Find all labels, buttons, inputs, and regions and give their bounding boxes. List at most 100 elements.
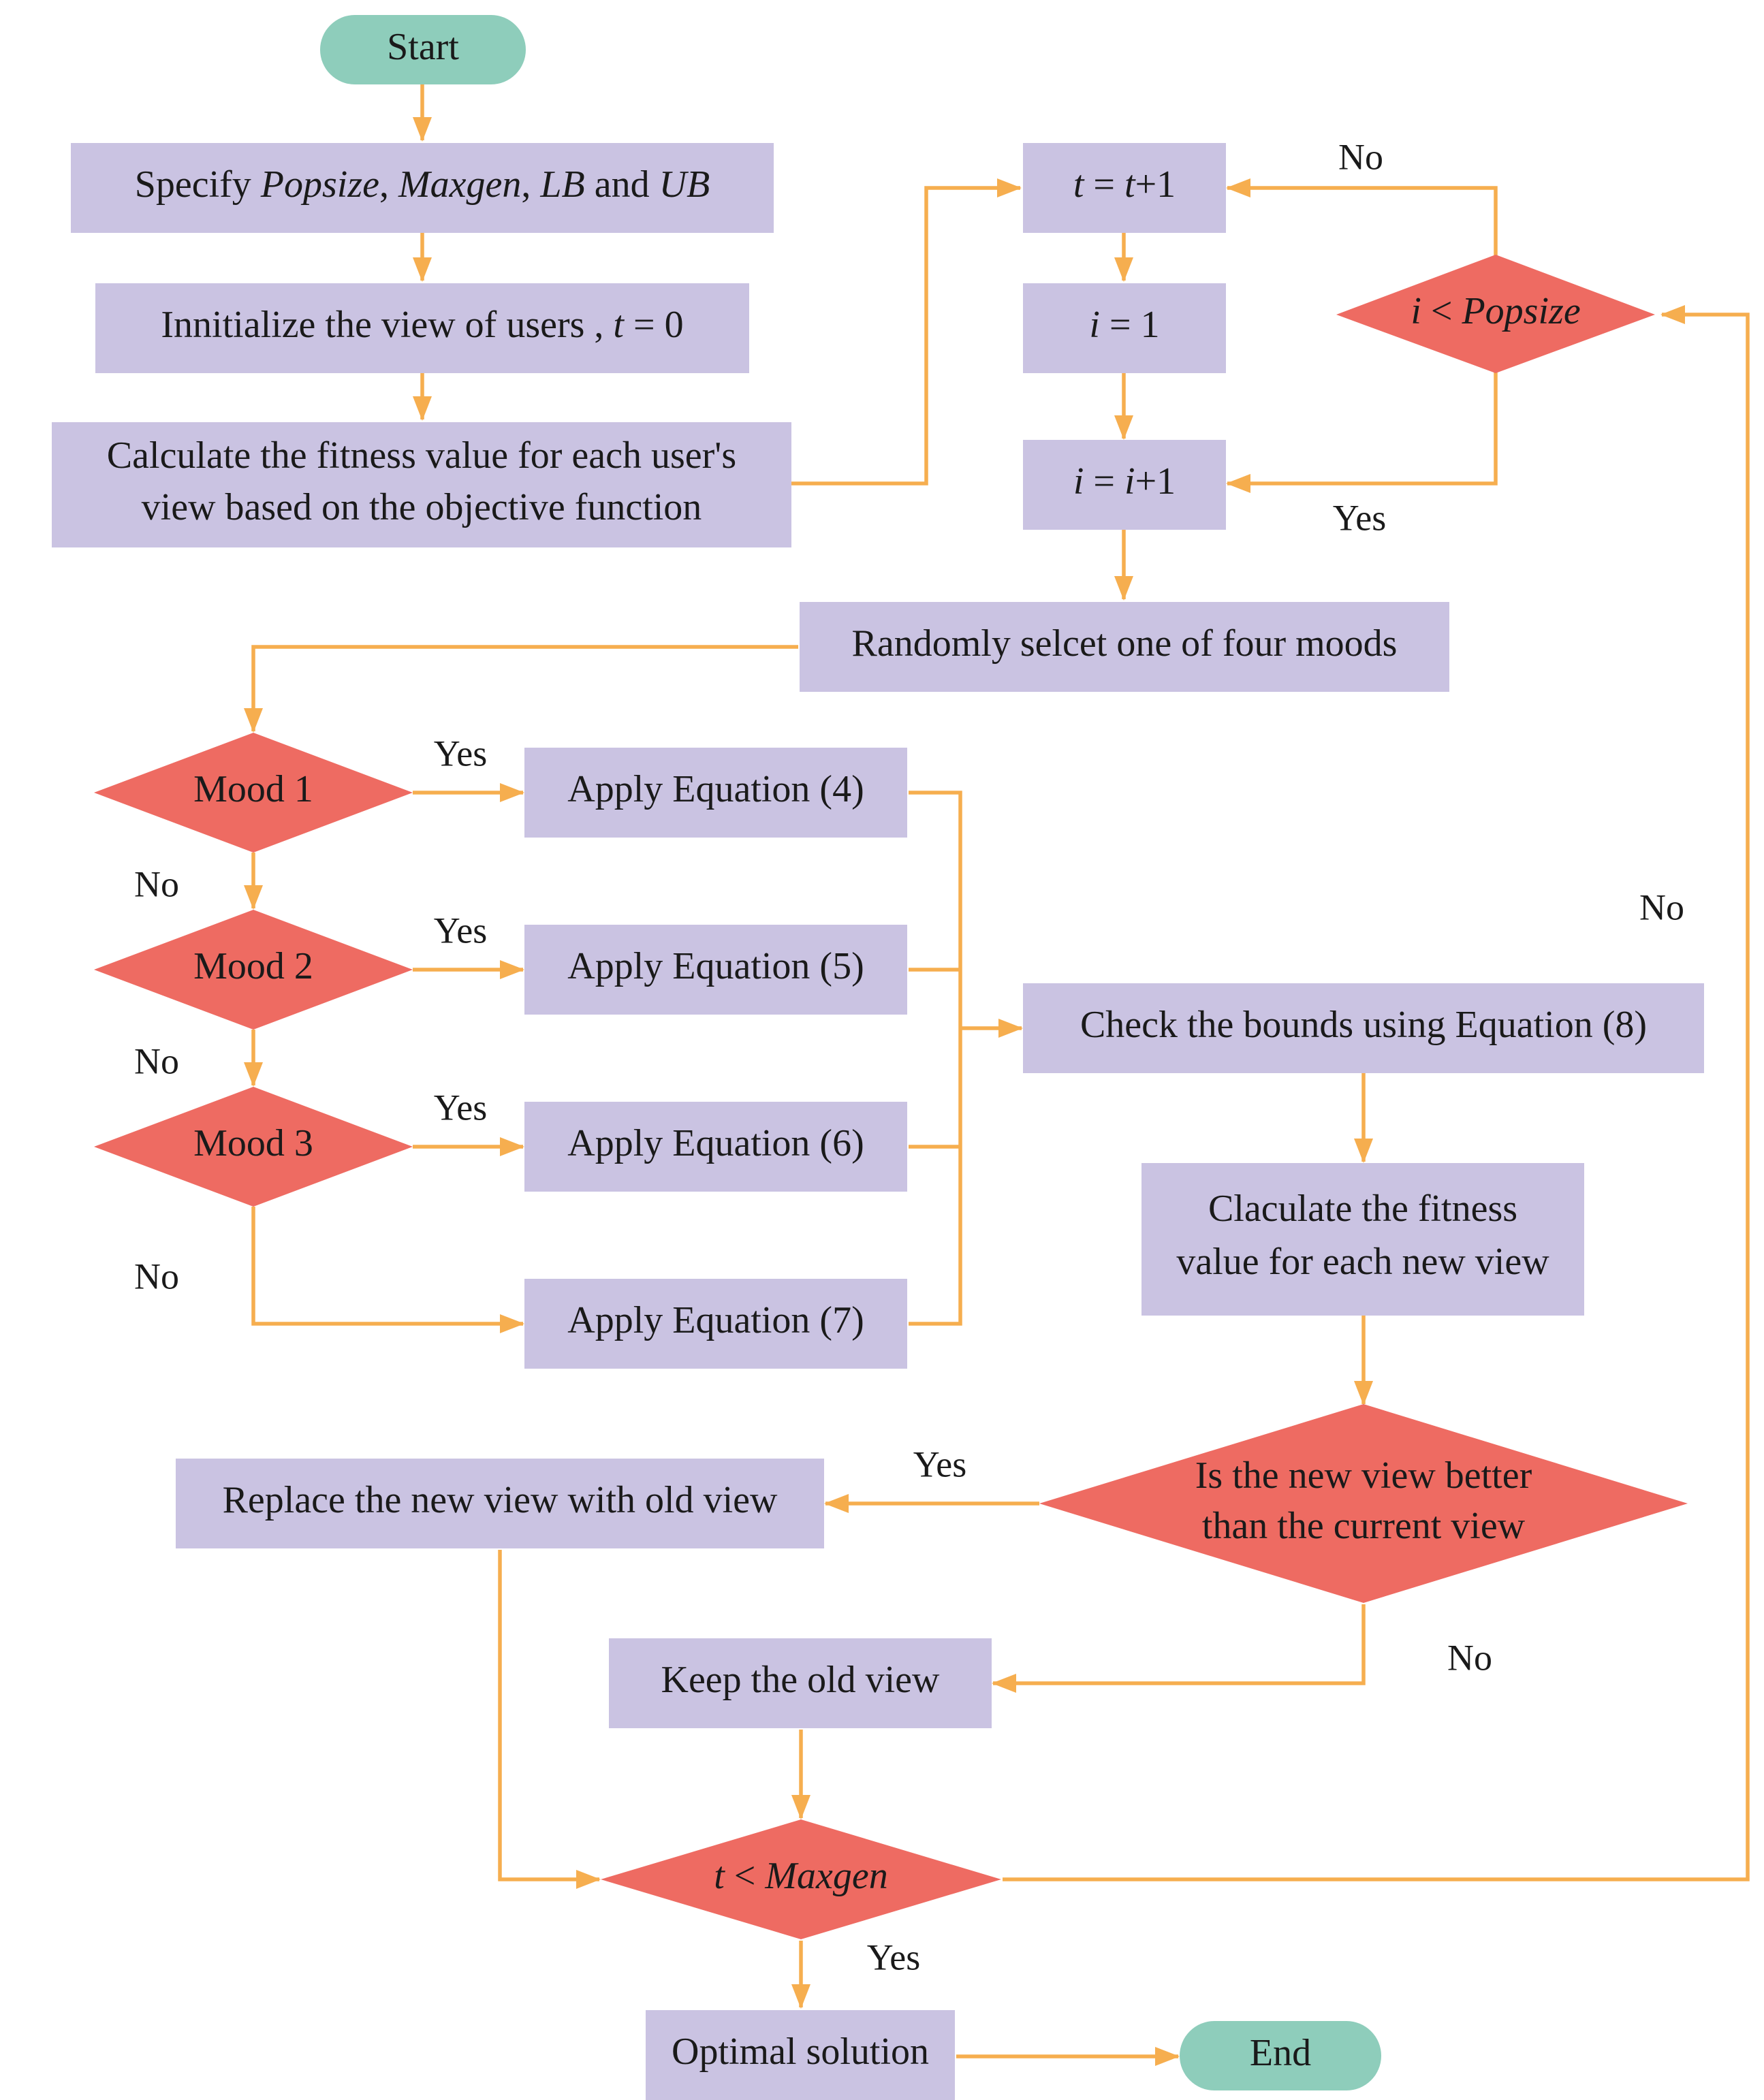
process-keep-old-view: Keep the old view <box>609 1638 992 1728</box>
process-initialize-label: Innitialize the view of users , t = 0 <box>161 304 683 346</box>
process-random-mood: Randomly selcet one of four moods <box>800 602 1449 692</box>
terminal-end-label: End <box>1250 2032 1311 2074</box>
decision-mood2-label: Mood 2 <box>193 945 313 987</box>
decision-mood2-shape <box>94 910 413 1030</box>
process-equation-4-shape <box>524 748 907 838</box>
process-fitness-new-shape <box>1141 1163 1584 1316</box>
decision-mood1-label: Mood 1 <box>193 768 313 810</box>
process-equation-4: Apply Equation (4) <box>524 748 907 838</box>
process-equation-4-label: Apply Equation (4) <box>567 768 864 810</box>
process-keep-old-view-label: Keep the old view <box>661 1659 941 1701</box>
process-calculate-fitness: Calculate the fitness value for each use… <box>52 422 791 547</box>
edge-labels: No Yes Yes No Yes No Yes No No Yes No Ye… <box>134 136 1684 1977</box>
decision-popsize-shape <box>1336 255 1655 373</box>
line-equations-merge <box>909 791 962 1326</box>
process-optimal-solution: Optimal solution <box>646 2010 955 2100</box>
process-t-increment: t = t+1 <box>1023 143 1226 233</box>
connectors <box>244 84 1750 2066</box>
process-calculate-fitness-line2: view based on the objective function <box>142 486 702 528</box>
process-replace-view-shape <box>176 1459 824 1548</box>
process-fitness-new-line2: value for each new view <box>1176 1241 1549 1283</box>
terminal-start: Start <box>320 15 526 84</box>
label-no-mood1: No <box>134 863 179 904</box>
process-equation-5-label: Apply Equation (5) <box>567 945 864 987</box>
process-t-increment-label: t = t+1 <box>1073 163 1176 206</box>
process-equation-6: Apply Equation (6) <box>524 1102 907 1192</box>
label-yes-mood1: Yes <box>434 733 488 774</box>
label-yes-mood3: Yes <box>434 1087 488 1128</box>
decision-maxgen-shape <box>601 1819 1001 1939</box>
label-no-popsize: No <box>1338 136 1383 177</box>
arrow-mood3-to-eq7 <box>251 1207 524 1333</box>
arrow-pop-yes-to-i-inc <box>1226 372 1498 493</box>
process-fitness-new: Claculate the fitness value for each new… <box>1141 1163 1584 1316</box>
process-fitness-new-line1: Claculate the fitness <box>1208 1188 1517 1230</box>
label-yes-mood2: Yes <box>434 910 488 951</box>
process-replace-view: Replace the new view with old view <box>176 1459 824 1548</box>
process-random-mood-label: Randomly selcet one of four moods <box>852 622 1398 665</box>
process-equation-7-shape <box>524 1279 907 1369</box>
process-equation-5-shape <box>524 925 907 1015</box>
process-t-increment-shape <box>1023 143 1226 233</box>
process-i-increment: i = i+1 <box>1023 440 1226 530</box>
process-check-bounds: Check the bounds using Equation (8) <box>1023 983 1704 1073</box>
arrow-pop-no-to-t-inc <box>1226 178 1498 256</box>
process-optimal-solution-shape <box>646 2010 955 2100</box>
process-check-bounds-label: Check the bounds using Equation (8) <box>1080 1004 1647 1046</box>
process-equation-7-label: Apply Equation (7) <box>567 1299 864 1341</box>
decision-mood1: Mood 1 <box>94 733 413 853</box>
decision-popsize: i < Popsize <box>1336 255 1655 373</box>
label-no-mood3: No <box>134 1256 179 1296</box>
label-no-maxgen: No <box>1639 887 1684 927</box>
arrow-better-no-to-keep <box>992 1604 1366 1693</box>
terminal-end: End <box>1180 2021 1381 2090</box>
terminal-end-shape <box>1180 2021 1381 2090</box>
arrow-max-no-to-pop <box>1003 305 1750 1881</box>
arrow-calc-to-t-inc <box>790 178 1022 486</box>
decision-mood3-shape <box>94 1087 413 1207</box>
process-i-one-label: i = 1 <box>1089 304 1159 346</box>
process-equation-7: Apply Equation (7) <box>524 1279 907 1369</box>
process-equation-5: Apply Equation (5) <box>524 925 907 1015</box>
decision-mood3-label: Mood 3 <box>193 1122 313 1164</box>
decision-new-view-better-shape <box>1039 1404 1688 1603</box>
process-equation-6-label: Apply Equation (6) <box>567 1122 864 1164</box>
decision-mood3: Mood 3 <box>94 1087 413 1207</box>
arrow-random-to-mood1 <box>244 645 798 733</box>
process-equation-6-shape <box>524 1102 907 1192</box>
terminal-start-label: Start <box>387 26 459 68</box>
decision-new-view-better: Is the new view better than the current … <box>1039 1404 1688 1603</box>
process-specify: Specify Popsize, Maxgen, LB and UB <box>71 143 774 233</box>
process-i-increment-label: i = i+1 <box>1073 460 1176 503</box>
process-check-bounds-shape <box>1023 983 1704 1073</box>
label-no-mood2: No <box>134 1040 179 1081</box>
process-optimal-solution-label: Optimal solution <box>672 2031 929 2073</box>
decision-new-view-better-line2: than the current view <box>1202 1505 1526 1547</box>
process-calculate-fitness-shape <box>52 422 791 547</box>
process-initialize-shape <box>95 283 749 373</box>
terminal-start-shape <box>320 15 526 84</box>
label-yes-popsize: Yes <box>1333 497 1387 538</box>
process-i-one: i = 1 <box>1023 283 1226 373</box>
process-initialize: Innitialize the view of users , t = 0 <box>95 283 749 373</box>
process-replace-view-label: Replace the new view with old view <box>223 1479 778 1521</box>
process-i-increment-shape <box>1023 440 1226 530</box>
decision-maxgen-label: t < Maxgen <box>714 1855 888 1897</box>
process-specify-label: Specify Popsize, Maxgen, LB and UB <box>135 163 710 206</box>
decision-mood2: Mood 2 <box>94 910 413 1030</box>
decision-popsize-label: i < Popsize <box>1411 290 1580 332</box>
process-keep-old-view-shape <box>609 1638 992 1728</box>
process-i-one-shape <box>1023 283 1226 373</box>
process-random-mood-shape <box>800 602 1449 692</box>
process-specify-shape <box>71 143 774 233</box>
label-yes-maxgen: Yes <box>867 1937 921 1977</box>
arrow-replace-to-cond-max <box>498 1550 601 1889</box>
decision-mood1-shape <box>94 733 413 853</box>
process-calculate-fitness-line1: Calculate the fitness value for each use… <box>107 434 736 477</box>
label-no-better: No <box>1447 1637 1492 1678</box>
decision-maxgen: t < Maxgen <box>601 1819 1001 1939</box>
label-yes-better: Yes <box>913 1444 967 1484</box>
decision-new-view-better-line1: Is the new view better <box>1195 1454 1532 1497</box>
